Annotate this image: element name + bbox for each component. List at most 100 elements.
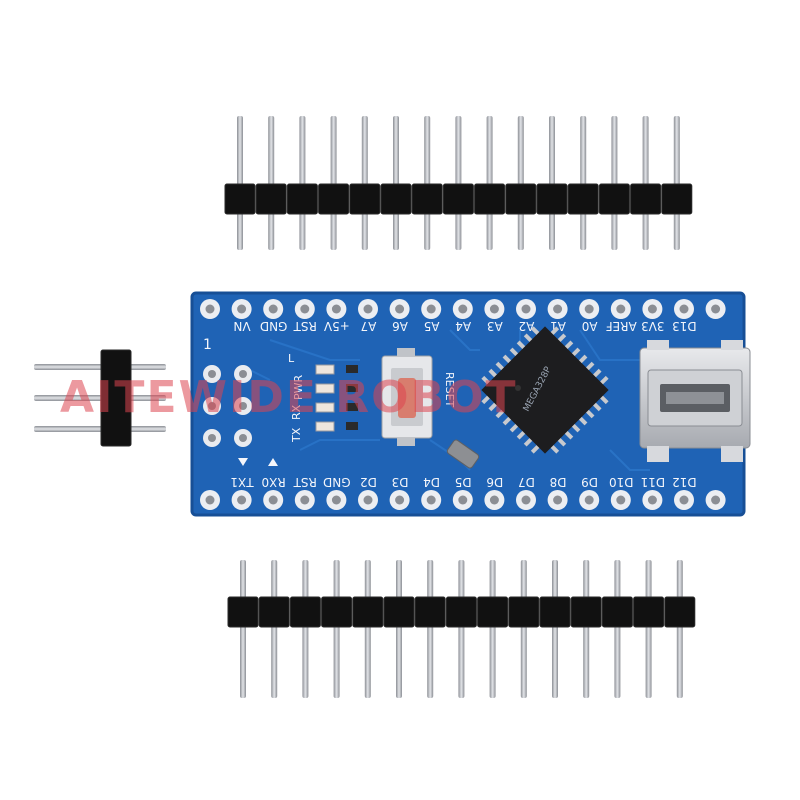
bottom-pin-holes [200,490,726,510]
chip-pin [549,444,560,454]
pin-label: +5V [323,319,350,333]
pin-label: A2 [518,319,534,333]
pin-hole-center [521,495,531,505]
chip-pin [516,430,526,440]
header-body [383,596,415,628]
pin-label: GND [260,319,288,333]
pin-hole-center [426,495,436,505]
chip-pin [564,430,574,440]
header-pin [583,560,590,698]
header-pin [34,364,166,370]
pin-hole-center [711,495,721,505]
pin-hole-center [679,495,689,505]
chip-pin [571,423,581,433]
header-pin [361,116,368,250]
chip-pin [578,354,588,364]
header-pin [34,395,166,401]
header-body [601,596,633,628]
header-body [508,596,540,628]
header-body [661,183,693,215]
header-body [633,596,665,628]
pin-hole-center [395,304,405,314]
pin-hole-center [205,495,215,505]
chip-pin [557,333,567,343]
pin-hole-center [458,304,468,314]
header-pin [520,560,527,698]
header-body [289,596,321,628]
pin-hole-center [268,495,278,505]
led-label-l: L [288,352,295,365]
pin-label: D6 [486,475,503,489]
header-body [664,596,696,628]
header-body [380,183,412,215]
chip-pin [502,416,512,426]
chip-pin [549,326,560,336]
chip-pin [509,423,519,433]
header-body [349,183,381,215]
header-pin [486,116,493,250]
chip-pin [495,361,505,371]
header-pin [330,116,337,250]
header-pin [299,116,306,250]
header-body [477,596,509,628]
header-pin [611,116,618,250]
header-body [227,596,259,628]
pin-label: D3 [392,475,409,489]
pin-label: D7 [518,475,535,489]
pin-hole-center [521,304,531,314]
rx-arrow-icon [268,458,278,466]
header-pin [552,560,558,698]
header-body [630,183,662,215]
pin-label: RST [293,319,317,333]
icsp-holes [203,365,252,447]
pin-hole-center [331,495,341,505]
top-pin-holes [200,299,726,319]
header-body [414,596,446,628]
tx-arrow-icon [238,458,248,466]
pin-hole-center [300,304,310,314]
header-body [100,349,132,447]
header-pin [517,116,524,250]
pin-label: D8 [550,475,567,489]
header-body [321,596,353,628]
pin-label: A5 [424,319,440,333]
atmega-chip: MEGA328P [481,326,609,454]
pin-label: VN [233,319,250,333]
header-body [505,183,537,215]
chip-pin [571,347,581,357]
chip-pin [523,437,533,447]
pin-hole-center [489,495,499,505]
bottom-pin-header [227,560,696,698]
pin-hole-center [584,495,594,505]
chip-pin [578,416,588,426]
chip-pin [495,409,505,419]
pin-label: AREF [606,319,637,333]
led-label-rx: RX [290,404,303,420]
mini-usb-port[interactable] [639,340,751,462]
header-pin [455,116,462,250]
pin-label: D2 [360,475,377,489]
pin-label: A3 [487,319,503,333]
header-body [411,183,443,215]
chip-pin [481,394,491,405]
pin-hole-center [553,495,563,505]
pin-hole-center [647,304,657,314]
pin-hole-center [395,495,405,505]
led-label-tx: TX [290,427,303,443]
chip-pin [557,437,567,447]
pin-label: D4 [423,475,440,489]
reset-button[interactable] [381,348,433,446]
pin-label: RX0 [261,475,285,489]
header-body [570,596,602,628]
chip-pin [599,375,609,386]
chip-pin [592,402,602,412]
pin-hole-center [679,304,689,314]
chip-pin [564,340,574,350]
reset-label: RESET [443,372,456,408]
pin-hole-center [553,304,563,314]
chip-pin [481,375,491,386]
pin-label: D11 [641,475,666,489]
chip-pin [516,340,526,350]
